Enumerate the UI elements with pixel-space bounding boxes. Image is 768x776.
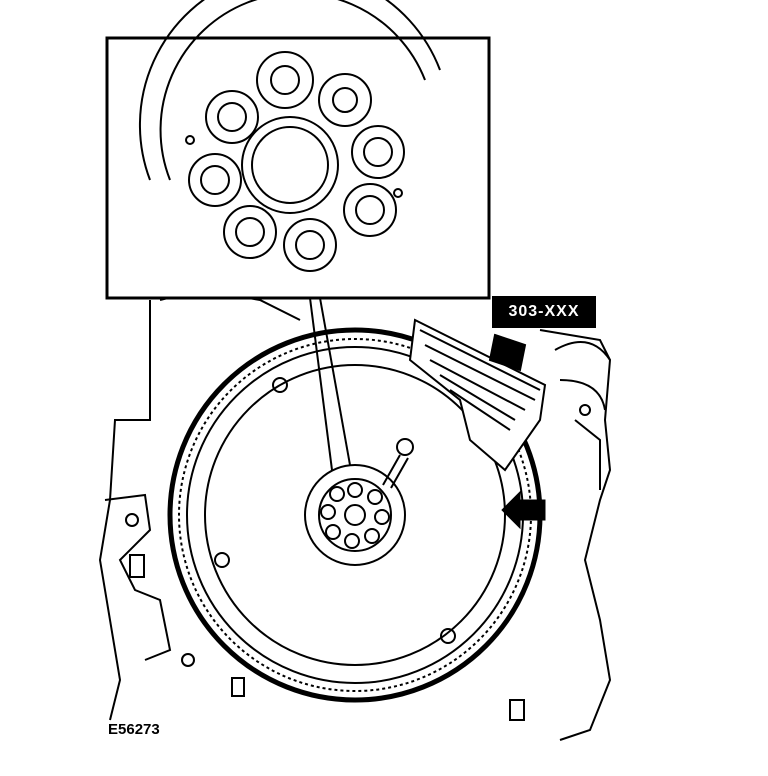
locking-tool-hatch (419, 329, 541, 431)
clip-bottom (231, 677, 245, 697)
clip-left (129, 554, 145, 578)
engine-block-outline (98, 288, 301, 721)
hub-bolt (374, 509, 390, 525)
locking-tool-handle (488, 333, 527, 372)
flywheel-inner-face (204, 364, 506, 666)
engine-block-right (539, 329, 612, 741)
removed-bolt-shank (382, 454, 409, 489)
hub-bolt (367, 489, 383, 505)
detail-bolt (343, 183, 397, 237)
detail-bolt (205, 90, 259, 144)
detail-bolt (318, 73, 372, 127)
leader-line-left (309, 297, 333, 471)
dowel-left (214, 552, 230, 568)
clip-bottom-right (509, 699, 525, 721)
detail-dowel (393, 188, 403, 198)
detail-flywheel-arc-inner (159, 0, 426, 181)
dowel-bottom-right (440, 628, 456, 644)
mount-bolt-left (125, 513, 139, 527)
detail-bolt (256, 51, 314, 109)
crankshaft-flange (318, 478, 392, 552)
dowel-top (272, 377, 288, 393)
mount-bolt-right (579, 404, 591, 416)
detail-dowel (185, 135, 195, 145)
detail-bolt (351, 125, 405, 179)
hub-bolt (344, 533, 360, 549)
flywheel-hub (304, 464, 406, 566)
hub-bolt (325, 524, 341, 540)
tool-number-label: 303-XXX (492, 296, 596, 328)
detail-bolt (223, 205, 277, 259)
mount-bolt-lower-left (181, 653, 195, 667)
detail-bolt (188, 153, 242, 207)
leader-line-right (319, 297, 351, 466)
pilot-bore (344, 504, 366, 526)
hub-bolt (329, 486, 345, 502)
detail-flywheel-arc-outer (138, 0, 441, 181)
arrow-indicator (501, 490, 546, 530)
detail-bolt (283, 218, 337, 272)
locking-tool-body (408, 318, 547, 472)
hub-bolt (320, 504, 336, 520)
detail-pilot-bore-outer (241, 116, 339, 214)
removed-bolt-head (396, 438, 414, 456)
figure-id: E56273 (108, 721, 160, 738)
bracket-right (554, 341, 611, 490)
hub-bolt (347, 482, 363, 498)
detail-pilot-bore-inner (251, 126, 329, 204)
hub-bolt (364, 528, 380, 544)
bracket-left (104, 493, 172, 661)
